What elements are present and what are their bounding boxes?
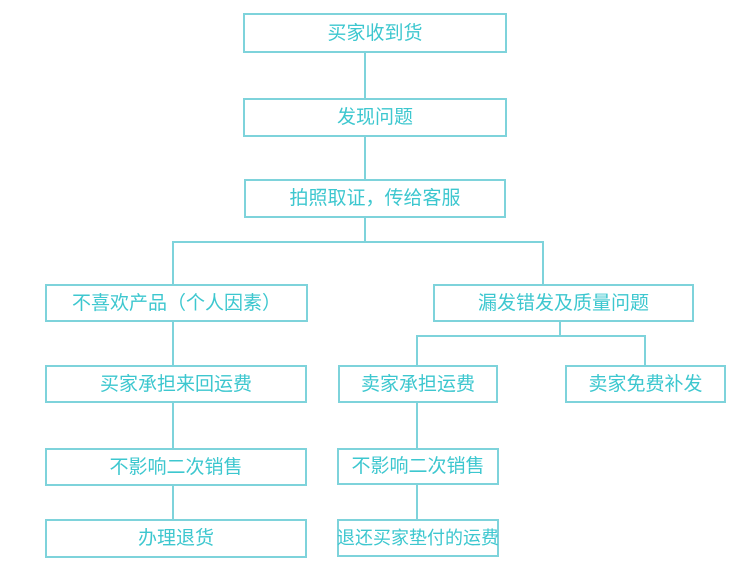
node-seller-free-reship: 卖家免费补发 — [565, 365, 726, 403]
connector-branch2-to-reship — [644, 335, 646, 365]
connector-buyerpays-to-noimpact — [172, 403, 174, 448]
node-no-impact-resale-left: 不影响二次销售 — [45, 448, 307, 486]
node-dislike-product: 不喜欢产品（个人因素） — [45, 284, 308, 322]
connector-branch1-to-wrongmissing — [542, 241, 544, 284]
node-refund-advanced-shipping: 退还买家垫付的运费 — [337, 519, 499, 557]
node-seller-pays-shipping: 卖家承担运费 — [338, 365, 498, 403]
connector-photo-to-branch — [364, 218, 366, 243]
connector-wrongmissing-to-branch2 — [559, 322, 561, 337]
node-photo-evidence: 拍照取证，传给客服 — [244, 179, 506, 218]
connector-sellerpays-to-noimpact — [416, 403, 418, 448]
connector-noimpact-to-return — [172, 486, 174, 519]
node-no-impact-resale-mid: 不影响二次销售 — [337, 448, 499, 485]
connector-receives-to-find — [364, 53, 366, 98]
node-process-return: 办理退货 — [45, 519, 307, 558]
node-find-problem: 发现问题 — [243, 98, 507, 137]
node-buyer-pays-return-shipping: 买家承担来回运费 — [45, 365, 307, 403]
connector-branch1-horizontal — [172, 241, 544, 243]
connector-dislike-to-buyerpays — [172, 322, 174, 365]
connector-find-to-photo — [364, 137, 366, 179]
connector-branch1-to-dislike — [172, 241, 174, 284]
node-wrong-missing-quality: 漏发错发及质量问题 — [433, 284, 694, 322]
node-buyer-receives-goods: 买家收到货 — [243, 13, 507, 53]
connector-branch2-to-sellerpays — [416, 335, 418, 365]
connector-branch2-horizontal — [416, 335, 646, 337]
connector-noimpact-to-refund — [416, 485, 418, 519]
